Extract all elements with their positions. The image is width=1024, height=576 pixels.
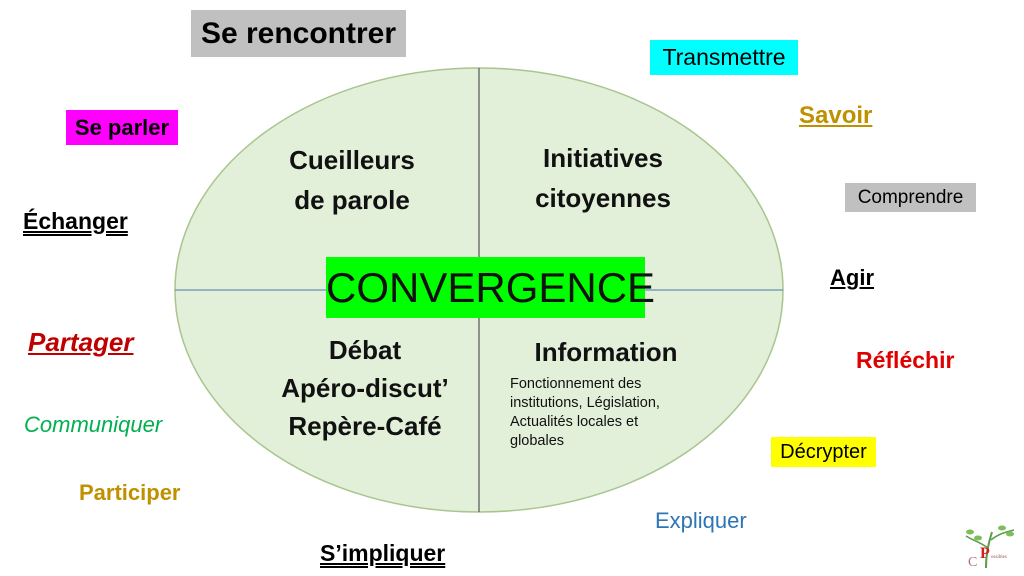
word-partager: Partager xyxy=(28,327,134,357)
word-se-parler: Se parler xyxy=(66,110,178,145)
information-details: Fonctionnement des institutions, Législa… xyxy=(510,375,660,451)
word-savoir: Savoir xyxy=(799,102,873,129)
detail-line: Actualités locales et xyxy=(510,414,639,430)
quadrant-line: citoyennes xyxy=(535,183,671,213)
convergence-title: CONVERGENCE xyxy=(326,257,655,318)
quadrant-line: Cueilleurs xyxy=(289,145,415,175)
quadrant-line: Apéro-discut’ xyxy=(281,373,449,403)
word-se-rencontrer: Se rencontrer xyxy=(191,10,406,57)
quadrant-information-title: Information xyxy=(534,337,678,367)
svg-text:ossibles: ossibles xyxy=(991,555,1007,560)
quadrant-initiatives: Initiatives citoyennes xyxy=(503,138,703,218)
word-echanger: Échanger xyxy=(23,208,128,234)
word-communiquer: Communiquer xyxy=(24,412,163,437)
logo: C P ossibles xyxy=(965,525,1015,570)
word-comprendre: Comprendre xyxy=(845,183,976,212)
word-simpliquer: S’impliquer xyxy=(320,540,446,566)
word-participer: Participer xyxy=(79,480,181,505)
word-expliquer: Expliquer xyxy=(655,508,747,533)
quadrant-line: Initiatives xyxy=(543,143,663,173)
quadrant-debat: Débat Apéro-discut’ Repère-Café xyxy=(245,331,485,445)
detail-line: Fonctionnement des xyxy=(510,376,642,392)
detail-line: globales xyxy=(510,433,565,449)
quadrant-cueilleurs: Cueilleurs de parole xyxy=(252,140,452,220)
detail-line: institutions, Législation, xyxy=(510,395,660,411)
svg-text:C: C xyxy=(968,555,977,570)
quadrant-line: Repère-Café xyxy=(288,411,442,441)
quadrant-line: de parole xyxy=(294,185,410,215)
word-agir: Agir xyxy=(830,265,874,290)
svg-text:P: P xyxy=(980,545,990,562)
word-reflechir: Réfléchir xyxy=(856,347,955,373)
word-transmettre: Transmettre xyxy=(650,40,798,75)
word-decrypter: Décrypter xyxy=(771,437,876,467)
quadrant-line: Débat xyxy=(328,335,402,365)
